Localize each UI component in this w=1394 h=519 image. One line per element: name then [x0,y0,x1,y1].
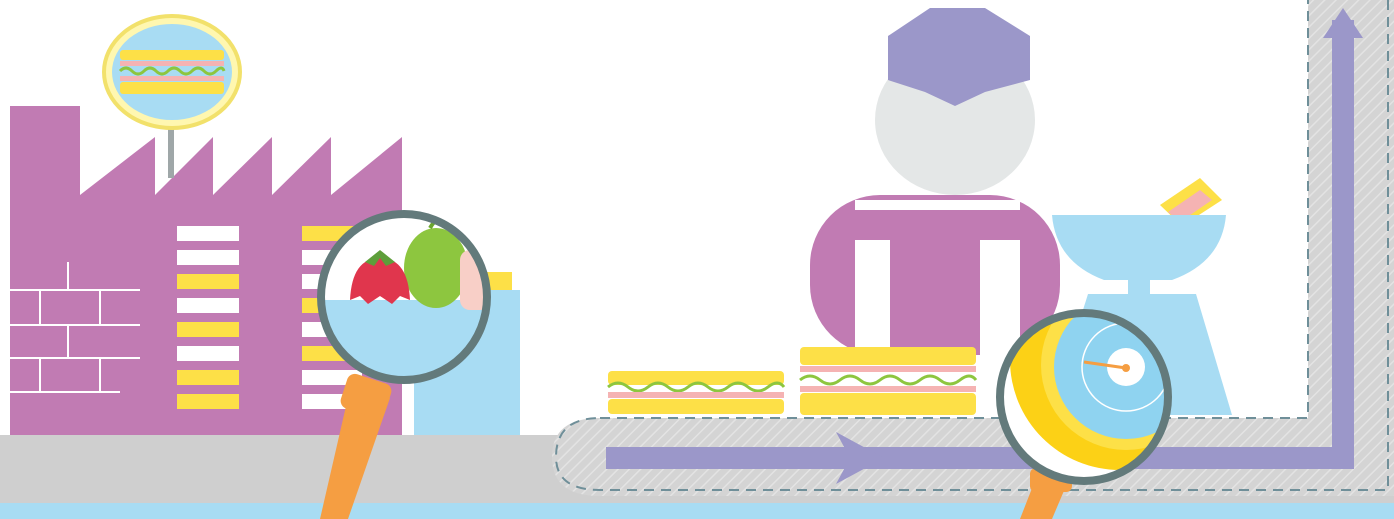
sandwich-icon [800,347,976,415]
floor-strip [0,503,1394,519]
sandwich-icon [608,371,784,414]
sandwich-sign-icon [104,16,240,178]
worker-icon [810,8,1060,360]
